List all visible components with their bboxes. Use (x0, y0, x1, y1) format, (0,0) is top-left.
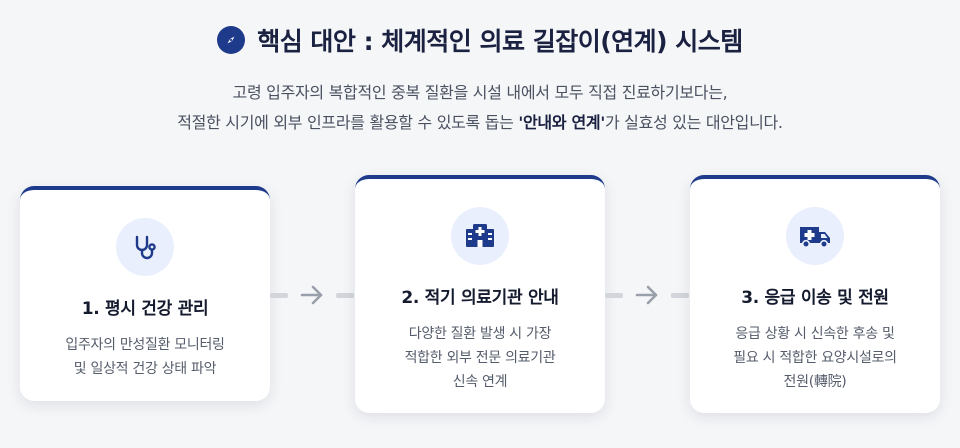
flow-arrow-1 (270, 284, 354, 306)
connector-dash (270, 292, 288, 298)
flow-arrow-2 (605, 284, 689, 306)
intro-line-2: 적절한 시기에 외부 인프라를 활용할 수 있도록 돕는 '안내와 연계'가 실… (0, 108, 960, 138)
step-title: 3. 응급 이송 및 전원 (741, 288, 889, 308)
step-description-line: 필요 시 적합한 요양시설로의 (733, 350, 897, 366)
step-description: 다양한 질환 발생 시 가장 적합한 외부 전문 의료기관 신속 연계 (355, 322, 605, 394)
step-description-line: 응급 상황 시 신속한 후송 및 (735, 326, 895, 342)
compass-icon (217, 26, 246, 54)
step-description-line: 다양한 질환 발생 시 가장 (408, 326, 552, 342)
intro-highlight: '안내와 연계' (518, 113, 605, 132)
step-description-line: 및 일상적 건강 상태 파악 (73, 361, 217, 377)
step-card-3: 3. 응급 이송 및 전원 응급 상황 시 신속한 후송 및 필요 시 적합한 … (690, 175, 940, 413)
intro-line-2-pre: 적절한 시기에 외부 인프라를 활용할 수 있도록 돕는 (177, 113, 519, 132)
step-title: 2. 적기 의료기관 안내 (401, 288, 559, 308)
connector-dash (605, 292, 623, 298)
ambulance-icon (786, 207, 844, 265)
connector-dash (671, 292, 689, 298)
connector-dash (336, 292, 354, 298)
arrow-right-icon (300, 285, 323, 305)
step-description-line: 입주자의 만성질환 모니터링 (65, 337, 225, 353)
page-header: 핵심 대안 : 체계적인 의료 길잡이(연계) 시스템 (0, 22, 960, 58)
step-description: 응급 상황 시 신속한 후송 및 필요 시 적합한 요양시설로의 전원(轉院) (690, 322, 940, 394)
hospital-icon (451, 207, 509, 265)
step-card-1: 1. 평시 건강 관리 입주자의 만성질환 모니터링 및 일상적 건강 상태 파… (20, 186, 270, 401)
step-description: 입주자의 만성질환 모니터링 및 일상적 건강 상태 파악 (20, 333, 270, 381)
arrow-right-icon (635, 285, 658, 305)
step-title: 1. 평시 건강 관리 (81, 299, 209, 319)
stethoscope-icon (116, 218, 174, 276)
intro-line-2-post: 가 실효성 있는 대안입니다. (604, 113, 783, 132)
step-description-line: 신속 연계 (452, 374, 508, 390)
intro-line-1: 고령 입주자의 복합적인 중복 질환을 시설 내에서 모두 직접 진료하기보다는… (232, 83, 728, 102)
intro-text: 고령 입주자의 복합적인 중복 질환을 시설 내에서 모두 직접 진료하기보다는… (0, 78, 960, 138)
step-card-2: 2. 적기 의료기관 안내 다양한 질환 발생 시 가장 적합한 외부 전문 의… (355, 175, 605, 413)
step-description-line: 전원(轉院) (783, 374, 847, 390)
step-description-line: 적합한 외부 전문 의료기관 (404, 350, 556, 366)
page-title: 핵심 대안 : 체계적인 의료 길잡이(연계) 시스템 (257, 27, 743, 56)
